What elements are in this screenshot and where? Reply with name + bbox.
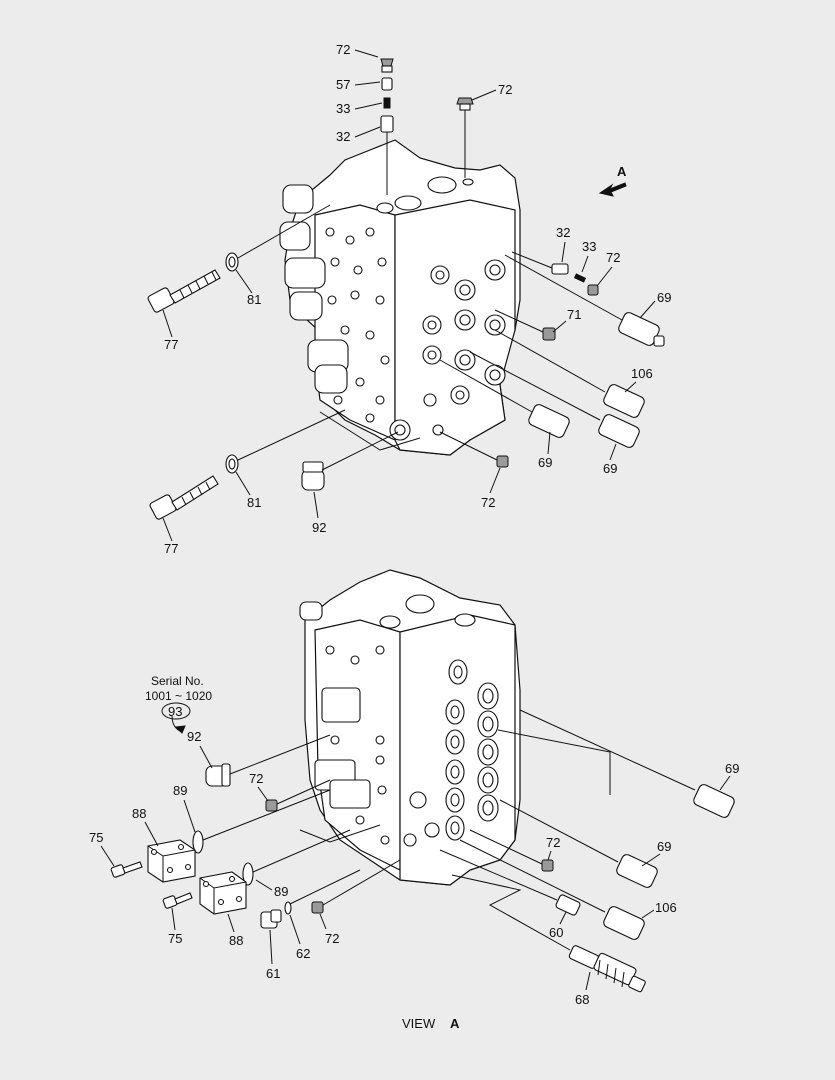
label-77: 77 <box>164 541 178 556</box>
relief-valve-68 <box>568 945 646 993</box>
label-72: 72 <box>336 42 350 57</box>
label-92: 92 <box>312 520 326 535</box>
label-72: 72 <box>546 835 560 850</box>
serial-badge <box>161 702 191 720</box>
sensor-69-a <box>504 254 665 347</box>
label-32: 32 <box>556 225 570 240</box>
sensor-106-b <box>459 839 645 940</box>
label-72: 72 <box>481 495 495 510</box>
label-61: 61 <box>266 966 280 981</box>
label-71: 71 <box>567 307 581 322</box>
label-75: 75 <box>168 931 182 946</box>
view-caption-letter: A <box>450 1016 460 1031</box>
label-69: 69 <box>657 290 671 305</box>
upper-right-parts <box>439 182 665 468</box>
label-68: 68 <box>575 992 589 1007</box>
sensor-69-e <box>499 799 658 888</box>
bolt-75-a <box>110 861 143 878</box>
label-75: 75 <box>89 830 103 845</box>
view-caption-prefix: VIEW <box>402 1016 436 1031</box>
side-face-ports <box>389 259 506 441</box>
label-32: 32 <box>336 129 350 144</box>
upper-valve-assembly <box>279 139 521 456</box>
top-plug-72 <box>456 97 474 178</box>
label-77: 77 <box>164 337 178 352</box>
fitting-60 <box>439 849 581 916</box>
cover-88-b <box>199 871 247 915</box>
label-33: 33 <box>582 239 596 254</box>
view-caption: VIEW A <box>402 1016 460 1031</box>
label-106: 106 <box>631 366 653 381</box>
lower-valve-assembly <box>299 569 521 886</box>
view-arrow-label: A <box>617 164 627 179</box>
label-72: 72 <box>498 82 512 97</box>
label-88: 88 <box>132 806 146 821</box>
label-81: 81 <box>247 292 261 307</box>
lower-side-ports <box>403 659 499 847</box>
label-93: 93 <box>168 704 182 719</box>
label-62: 62 <box>296 946 310 961</box>
label-89: 89 <box>274 884 288 899</box>
front-face-holes <box>325 227 390 423</box>
label-69: 69 <box>725 761 739 776</box>
sensor-69-c <box>469 351 640 448</box>
label-89: 89 <box>173 783 187 798</box>
label-88: 88 <box>229 933 243 948</box>
serial-range: 1001 ~ 1020 <box>145 689 212 703</box>
bolt-77-b <box>149 475 219 520</box>
plug-92-a <box>301 431 399 491</box>
label-57: 57 <box>336 77 350 92</box>
label-72: 72 <box>606 250 620 265</box>
cover-88-a <box>147 839 196 883</box>
top-stack-parts <box>380 58 394 195</box>
serial-title: Serial No. <box>151 674 204 688</box>
label-72: 72 <box>249 771 263 786</box>
label-81: 81 <box>247 495 261 510</box>
label-92: 92 <box>187 729 201 744</box>
part-number-labels: 72 57 33 32 72 A 32 33 72 69 71 81 77 10… <box>89 42 739 1007</box>
bolt-75-b <box>162 892 193 909</box>
label-60: 60 <box>549 925 563 940</box>
fitting-61 <box>260 909 282 929</box>
label-69: 69 <box>657 839 671 854</box>
bolt-77-a <box>147 269 221 313</box>
label-106: 106 <box>655 900 677 915</box>
lower-left-parts <box>110 715 401 929</box>
upper-left-fasteners <box>147 204 421 520</box>
sensor-106-a <box>494 329 645 418</box>
label-72: 72 <box>325 931 339 946</box>
lower-front-holes <box>325 645 390 845</box>
sensor-69-d <box>519 709 735 818</box>
label-69: 69 <box>603 461 617 476</box>
sensor-69-b <box>439 359 570 438</box>
label-69: 69 <box>538 455 552 470</box>
lower-right-parts <box>439 709 735 993</box>
plug-92-b <box>205 734 331 787</box>
label-33: 33 <box>336 101 350 116</box>
